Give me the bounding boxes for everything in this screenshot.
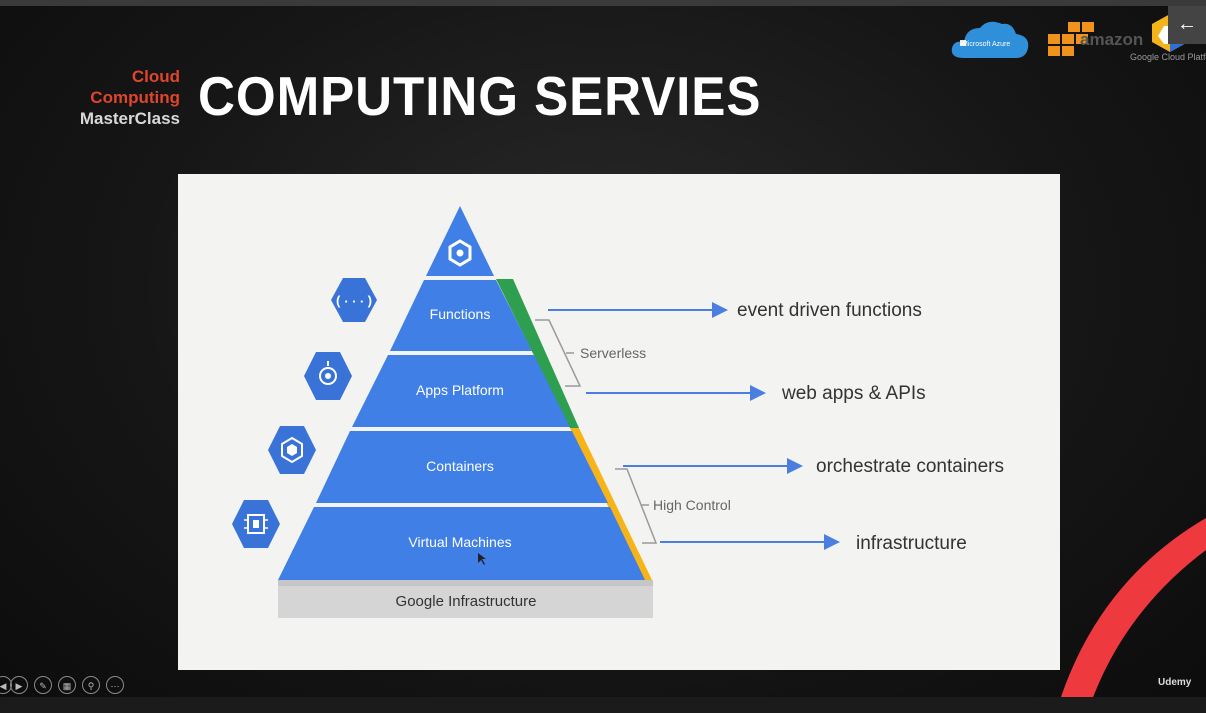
pen-icon[interactable]: ✎ <box>34 676 52 694</box>
course-brand: Cloud Computing MasterClass <box>38 66 180 129</box>
svg-text:(···): (···) <box>334 294 373 309</box>
serverless-bracket <box>535 319 582 387</box>
gcp-hexagon-icon <box>448 239 472 267</box>
kubernetes-icon <box>268 426 316 474</box>
base-label: Google Infrastructure <box>396 593 537 610</box>
high-control-band <box>570 428 652 580</box>
high-control-bracket <box>615 468 658 544</box>
window-top-strip <box>0 0 1206 6</box>
azure-logo-text: Microsoft Azure <box>962 41 1011 48</box>
tier-label-apps-platform: Apps Platform <box>416 382 504 398</box>
group-label-high-control: High Control <box>653 497 731 513</box>
tier-containers <box>316 431 608 503</box>
brand-line-2: MasterClass <box>79 109 180 128</box>
aws-logo <box>1048 22 1094 56</box>
desc-functions: event driven functions <box>737 300 922 321</box>
desc-containers: orchestrate containers <box>816 456 1004 477</box>
brand-line-1: Cloud Computing <box>90 67 180 107</box>
pyramid-diagram: Functions Apps Platform Containers Virtu… <box>232 206 1004 618</box>
decorative-red-arc <box>1060 518 1206 700</box>
slides-grid-icon[interactable]: ▦ <box>58 676 76 694</box>
compute-chip-icon <box>232 500 280 548</box>
base-google-infrastructure <box>278 580 653 618</box>
udemy-watermark: Udemy <box>1158 677 1192 688</box>
azure-logo <box>951 21 1029 58</box>
tier-label-functions: Functions <box>430 306 491 322</box>
play-icon[interactable]: ▶ <box>10 676 28 694</box>
desc-virtual-machines: infrastructure <box>856 533 967 554</box>
zoom-icon[interactable]: ⚲ <box>82 676 100 694</box>
back-arrow-button[interactable]: ← <box>1168 6 1206 44</box>
tier-label-virtual-machines: Virtual Machines <box>408 534 511 550</box>
mouse-cursor <box>478 553 486 565</box>
slide-diagram: Functions Apps Platform Containers Virtu… <box>178 174 1060 670</box>
tier-virtual-machines <box>278 507 645 580</box>
gcp-logo-text: Google Cloud Platform <box>1130 52 1206 62</box>
tier-functions <box>390 280 532 351</box>
window-bottom-strip <box>0 697 1206 713</box>
app-engine-icon <box>304 352 352 400</box>
functions-icon: (···) <box>331 278 377 322</box>
aws-logo-text: amazon <box>1080 30 1144 49</box>
desc-apps-platform: web apps & APIs <box>781 383 926 404</box>
slide-title: COMPUTING SERVIES <box>198 65 762 127</box>
serverless-band <box>496 279 579 428</box>
more-options-icon[interactable]: ⋯ <box>106 676 124 694</box>
tier-label-containers: Containers <box>426 458 494 474</box>
tier-apps-platform <box>352 355 570 427</box>
group-label-serverless: Serverless <box>580 345 646 361</box>
